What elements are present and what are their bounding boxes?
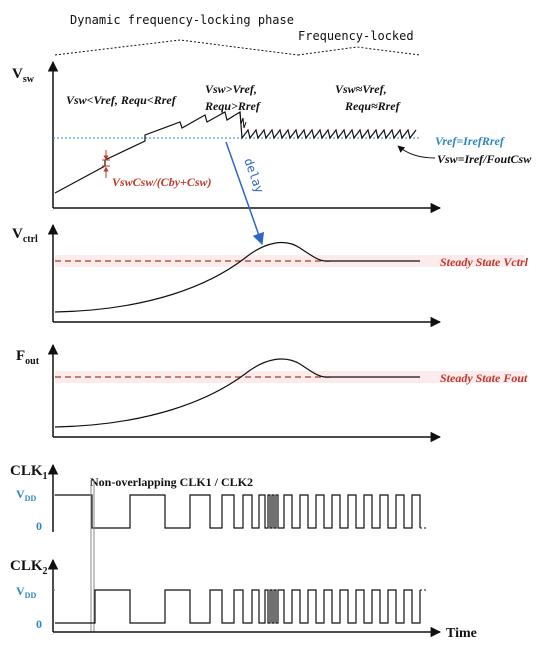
steady-fout-label: Steady State Fout (440, 371, 528, 385)
vctrl-plot: Vctrl Steady State Vctrl (12, 223, 529, 328)
fout-curve (54, 358, 420, 428)
vsw-plot: Vsw Vsw<Vref, Requ<Rref Vsw>Vref, Requ>R… (12, 60, 532, 214)
phase-locked-label: Frequency-locked (298, 29, 414, 43)
region3-line1: Vsw≈Vref, (335, 82, 387, 96)
phase-dynamic-brace (54, 39, 299, 56)
region3-line2: Requ≈Rref (344, 99, 401, 113)
vctrl-curve (54, 241, 420, 313)
clk1-vdd-label: V (16, 487, 25, 501)
step-equation: VswCsw/(Cby+Csw) (112, 175, 212, 189)
vsw-eq-pointer (397, 145, 436, 159)
svg-text:CLK2: CLK2 (10, 558, 48, 577)
vctrl-axis-label: V (12, 226, 23, 242)
clk1-plot: CLK1 VDD 0 Non-overlapping CLK1 / CLK2 (10, 463, 428, 533)
vsw-spikes (239, 111, 247, 129)
svg-text:CLK1: CLK1 (10, 463, 48, 482)
clk1-axis-label: CLK (10, 463, 43, 479)
steady-vctrl-label: Steady State Vctrl (440, 255, 529, 269)
delay-arrow (225, 141, 265, 246)
svg-text:Fout: Fout (16, 348, 40, 367)
vsw-axis-label: V (12, 66, 23, 82)
clk2-waveform (55, 589, 421, 624)
clk2-plot: CLK2 VDD 0 Time (10, 558, 477, 641)
vctrl-axis-sub: ctrl (23, 234, 38, 245)
fout-axis-label: F (16, 348, 25, 364)
svg-text:VDD: VDD (16, 584, 36, 600)
phase-locked-brace (297, 46, 421, 56)
vref-equation: Vref=IrefRref (435, 134, 505, 148)
clk2-vdd-sub: DD (25, 591, 37, 600)
svg-text:Vsw: Vsw (12, 66, 35, 85)
nonoverlap-label: Non-overlapping CLK1 / CLK2 (90, 475, 253, 489)
clk2-axis-sub: 2 (43, 566, 48, 577)
svg-text:VDD: VDD (16, 487, 36, 503)
time-axis-label: Time (446, 626, 477, 641)
clk2-zero-label: 0 (36, 617, 42, 631)
clk1-zero-label: 0 (36, 519, 42, 533)
region1-annotation: Vsw<Vref, Requ<Rref (66, 93, 177, 107)
vsw-waveform (54, 110, 417, 194)
svg-text:Non-overlapping CLK1 / CLK2: Non-overlapping CLK1 / CLK2 (90, 475, 253, 489)
clk1-axis-sub: 1 (43, 471, 48, 482)
svg-text:Vctrl: Vctrl (12, 226, 38, 245)
clk2-vdd-label: V (16, 584, 25, 598)
vsw-equation: Vsw=Iref/FoutCsw (437, 152, 532, 166)
fout-axis-sub: out (25, 356, 40, 367)
region2-line2: Requ>Rref (204, 99, 261, 113)
delay-label: delay (241, 156, 267, 195)
region2-line1: Vsw>Vref, (205, 82, 257, 96)
clk1-vdd-sub: DD (25, 494, 37, 503)
vsw-axis-sub: sw (23, 74, 35, 85)
fout-plot: Fout Steady State Fout (16, 343, 528, 443)
clk2-axis-label: CLK (10, 558, 43, 574)
phase-dynamic-label: Dynamic frequency-locking phase (70, 13, 294, 27)
clk1-waveform (55, 494, 421, 529)
